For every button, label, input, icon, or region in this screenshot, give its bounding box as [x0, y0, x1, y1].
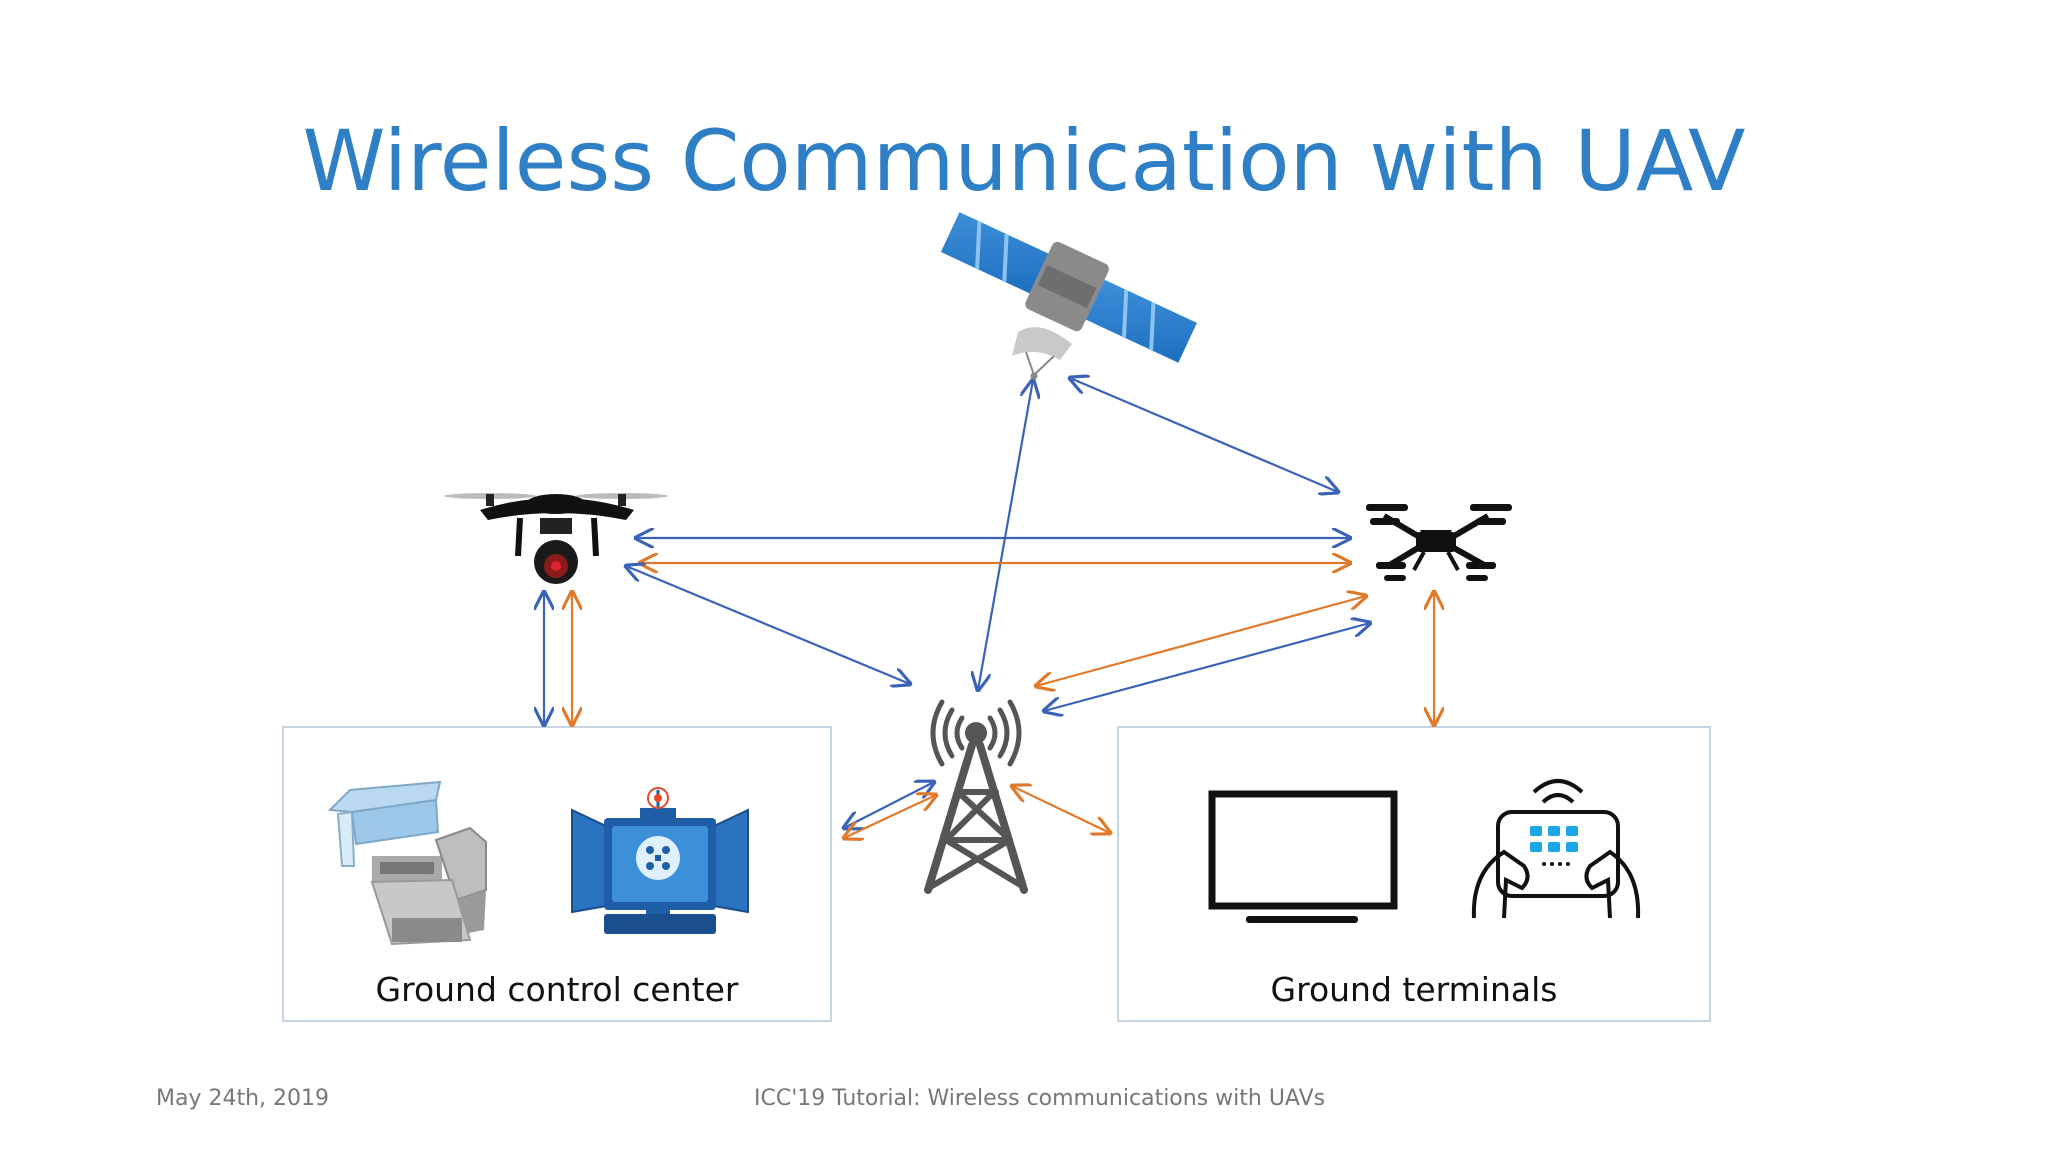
quadcopter-icon	[1366, 504, 1512, 581]
handheld-tablet-icon	[1471, 779, 1641, 919]
ground-control-label: Ground control center	[375, 970, 739, 1009]
satellite-icon	[940, 212, 1197, 380]
slide-title: Wireless Communication with UAV	[302, 112, 1746, 210]
ground-control-box	[282, 726, 832, 1022]
links	[544, 378, 1434, 838]
ground-terminals-box	[1117, 726, 1711, 1022]
monitor-icon	[1208, 790, 1398, 923]
control-station-icon	[571, 787, 749, 934]
cockpit-simulator-icon	[327, 780, 487, 946]
link-satellite-tower	[978, 380, 1033, 690]
link-satellite-quadcopter	[1070, 378, 1338, 492]
link-quadcopter-tower-blue	[1044, 623, 1370, 711]
link-drone-tower	[626, 566, 910, 684]
cell-tower-icon	[924, 699, 1028, 894]
link-tower-gcc-orange	[844, 795, 936, 838]
link-tower-terminals	[1012, 786, 1110, 833]
camera-drone-icon	[444, 493, 668, 584]
link-quadcopter-tower-orange	[1036, 596, 1366, 686]
link-tower-gcc-blue	[844, 782, 934, 828]
ground-terminals-label: Ground terminals	[1270, 970, 1558, 1009]
footer-date: May 24th, 2019	[156, 1086, 330, 1111]
footer-center: ICC'19 Tutorial: Wireless communications…	[754, 1086, 1326, 1111]
